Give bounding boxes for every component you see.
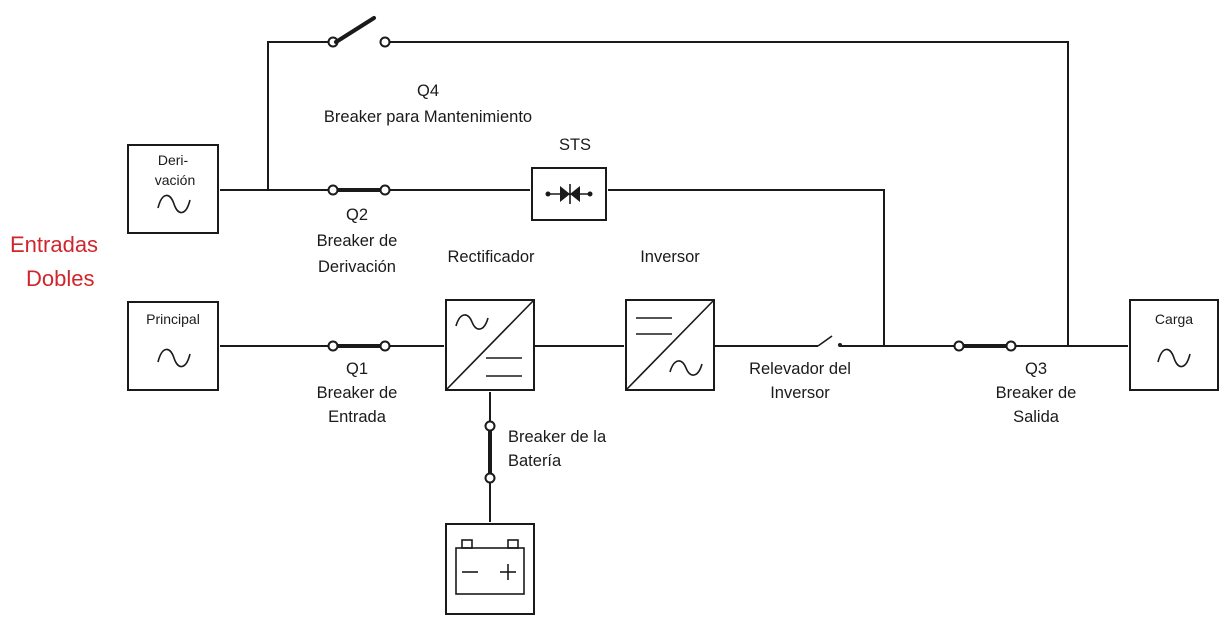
thyristor-icon bbox=[560, 186, 570, 202]
bypass-label-line1: Deri- bbox=[158, 152, 189, 168]
load-label: Carga bbox=[1155, 311, 1193, 327]
battery-breaker-label-line1: Breaker de la bbox=[508, 428, 607, 446]
rectifier-box bbox=[445, 299, 535, 391]
bypass-source-box: Deri- vación bbox=[127, 144, 219, 234]
ac-wave-icon bbox=[157, 348, 191, 368]
q3-label-line1: Breaker de bbox=[996, 384, 1077, 402]
relay-label-line1: Relevador del bbox=[749, 360, 851, 378]
ac-wave-icon bbox=[669, 360, 703, 376]
q3-breaker bbox=[953, 340, 1017, 352]
sts-label: STS bbox=[559, 136, 591, 154]
q4-label: Breaker para Mantenimiento bbox=[324, 108, 532, 126]
ac-wave-icon bbox=[1157, 348, 1191, 368]
relay-label-line2: Inversor bbox=[770, 384, 830, 402]
bypass-label-line2: vación bbox=[155, 172, 195, 188]
main-source-label: Principal bbox=[146, 311, 200, 327]
q3-id: Q3 bbox=[1025, 360, 1047, 378]
battery-box bbox=[445, 523, 535, 615]
q2-label-line1: Breaker de bbox=[317, 232, 398, 250]
q1-id: Q1 bbox=[346, 360, 368, 378]
battery-breaker-label-line2: Batería bbox=[508, 452, 562, 470]
inverter-label: Inversor bbox=[640, 248, 700, 266]
load-box: Carga bbox=[1129, 299, 1219, 391]
ac-wave-icon bbox=[157, 194, 191, 214]
q1-label-line1: Breaker de bbox=[317, 384, 398, 402]
q3-label-line2: Salida bbox=[1013, 408, 1060, 426]
maintenance-bypass-wire bbox=[267, 41, 1069, 346]
q2-label-line2: Derivación bbox=[318, 258, 396, 276]
q4-id: Q4 bbox=[417, 82, 439, 100]
inverter-relay bbox=[817, 335, 842, 347]
q2-breaker bbox=[327, 184, 391, 196]
rectifier-label: Rectificador bbox=[447, 248, 535, 266]
ac-wave-icon bbox=[455, 314, 489, 330]
q1-label-line2: Entrada bbox=[328, 408, 387, 426]
inverter-box bbox=[625, 299, 715, 391]
main-source-box: Principal bbox=[127, 301, 219, 391]
q2-id: Q2 bbox=[346, 206, 368, 224]
sts-box bbox=[531, 167, 607, 221]
dual-inputs-title-line2: Dobles bbox=[26, 266, 94, 291]
dual-inputs-title-line1: Entradas bbox=[10, 232, 98, 257]
q4-breaker bbox=[327, 16, 391, 48]
q1-breaker bbox=[327, 340, 391, 352]
bypass-wire bbox=[220, 189, 885, 346]
battery-breaker bbox=[484, 420, 496, 484]
